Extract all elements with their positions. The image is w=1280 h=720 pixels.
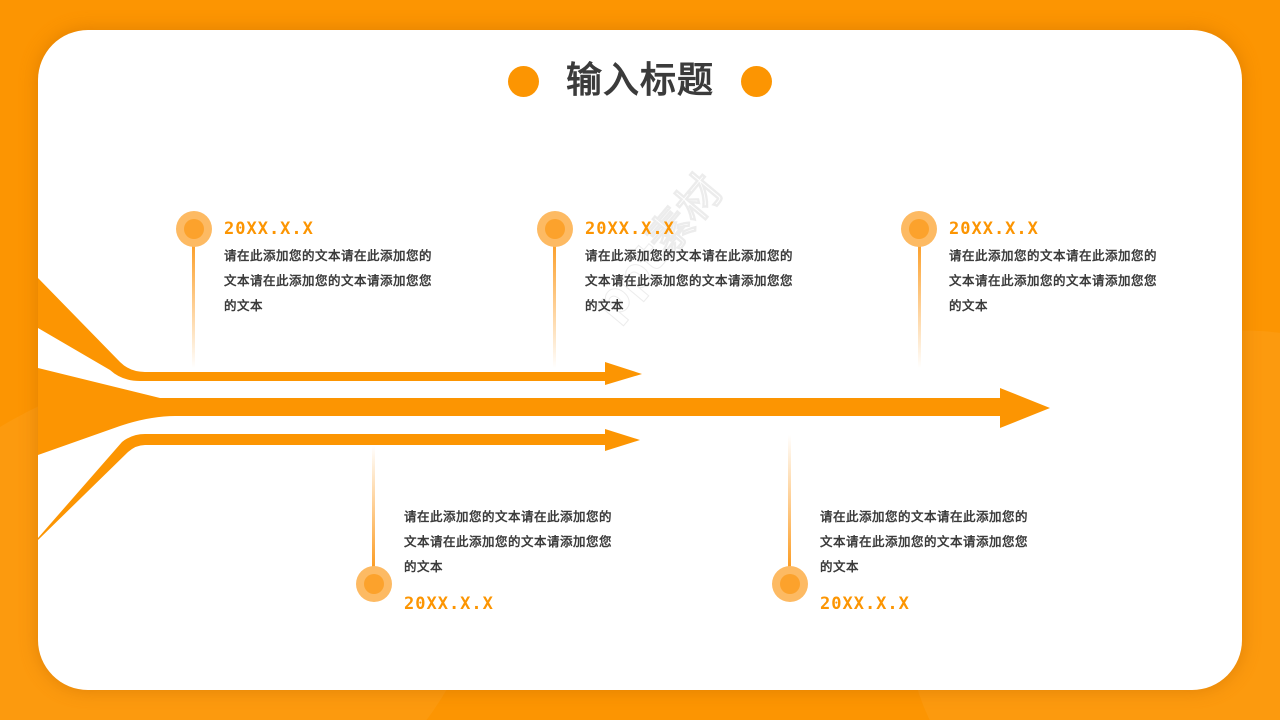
timeline-marker-icon <box>356 566 392 602</box>
timeline-description: 请在此添加您的文本请在此添加您的文本请在此添加您的文本请添加您您的文本 <box>949 248 1158 313</box>
title-right-dot-icon <box>741 66 772 97</box>
timeline-description: 请在此添加您的文本请在此添加您的文本请在此添加您的文本请添加您您的文本 <box>585 248 794 313</box>
timeline-marker-icon <box>901 211 937 247</box>
title-left-dot-icon <box>508 66 539 97</box>
content-card <box>38 30 1242 690</box>
timeline-date: 20XX.X.X <box>820 594 910 614</box>
timeline-description: 请在此添加您的文本请在此添加您的文本请在此添加您的文本请添加您您的文本 <box>820 509 1029 574</box>
timeline-stem <box>788 435 791 571</box>
timeline-date: 20XX.X.X <box>224 219 314 239</box>
timeline-description: 请在此添加您的文本请在此添加您的文本请在此添加您的文本请添加您您的文本 <box>224 248 433 313</box>
title-row: 输入标题 <box>0 0 1280 165</box>
main-arrow <box>38 368 1050 455</box>
upper-arrow <box>38 278 642 385</box>
timeline-date: 20XX.X.X <box>585 219 675 239</box>
timeline-stem <box>372 446 375 571</box>
lower-arrow <box>38 429 640 540</box>
timeline-marker-icon <box>176 211 212 247</box>
timeline-stem <box>918 238 921 368</box>
timeline-description: 请在此添加您的文本请在此添加您的文本请在此添加您的文本请添加您您的文本 <box>404 509 613 574</box>
timeline-stem <box>553 238 556 368</box>
timeline-date: 20XX.X.X <box>949 219 1039 239</box>
timeline-marker-icon <box>537 211 573 247</box>
page-title: 输入标题 <box>565 60 714 101</box>
timeline-marker-icon <box>772 566 808 602</box>
timeline-stem <box>192 238 195 368</box>
timeline-date: 20XX.X.X <box>404 594 494 614</box>
